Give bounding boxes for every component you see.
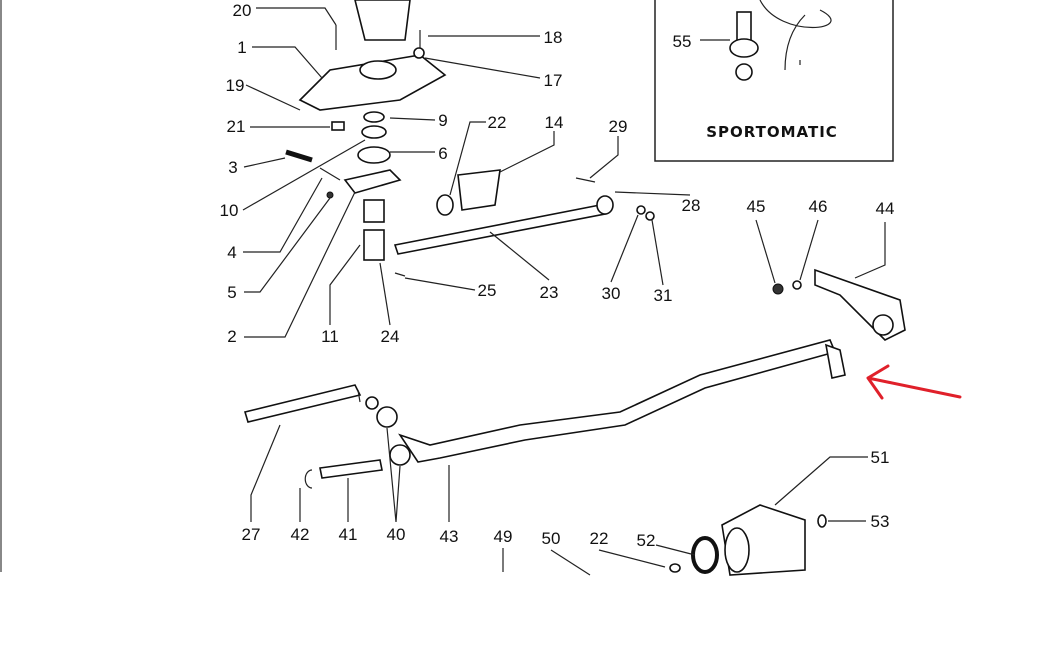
callout-25: 25 xyxy=(478,281,497,300)
callout-5: 5 xyxy=(227,283,236,302)
sportomatic-inset: SPORTOMATIC xyxy=(654,0,894,162)
sportomatic-logo-text: SPORTOMATIC xyxy=(706,123,838,141)
callout-52: 52 xyxy=(637,531,656,550)
callout-20: 20 xyxy=(233,1,252,20)
callout-9: 9 xyxy=(438,111,447,130)
callout-6: 6 xyxy=(438,144,447,163)
callout-44: 44 xyxy=(876,199,895,218)
lever-44 xyxy=(772,268,906,341)
callout-14: 14 xyxy=(545,113,564,132)
shift-rod-lower xyxy=(243,339,846,489)
callout-43: 43 xyxy=(440,527,459,546)
callout-1: 1 xyxy=(237,38,246,57)
housing-51 xyxy=(669,504,827,576)
callout-11: 11 xyxy=(321,327,339,346)
callout-41: 41 xyxy=(339,525,358,544)
callout-28: 28 xyxy=(682,196,701,215)
callout-29: 29 xyxy=(609,117,628,136)
shift-boot-assembly xyxy=(285,0,447,261)
shift-rod-upper xyxy=(393,169,655,277)
callout-27: 27 xyxy=(242,525,261,544)
callout-2: 2 xyxy=(227,327,236,346)
callout-40: 40 xyxy=(387,525,406,544)
callout-19: 19 xyxy=(226,76,245,95)
callout-31: 31 xyxy=(654,286,673,305)
selector-switch-part xyxy=(736,11,752,43)
callout-18: 18 xyxy=(544,28,563,47)
callout-22: 22 xyxy=(488,113,507,132)
callout-23: 23 xyxy=(540,283,559,302)
callout-53: 53 xyxy=(871,512,890,531)
callout-55: 55 xyxy=(673,32,692,51)
callout-24: 24 xyxy=(381,327,400,346)
callout-49: 49 xyxy=(494,527,513,546)
callout-45: 45 xyxy=(747,197,766,216)
callout-22-lower: 22 xyxy=(590,529,609,548)
leader-lines xyxy=(242,7,886,576)
callout-labels: 20 1 19 21 3 10 4 5 2 11 24 25 23 30 31 … xyxy=(220,1,895,550)
callout-30: 30 xyxy=(602,284,621,303)
callout-42: 42 xyxy=(291,525,310,544)
callout-21: 21 xyxy=(227,117,246,136)
callout-10: 10 xyxy=(220,201,239,220)
callout-3: 3 xyxy=(228,158,237,177)
callout-17: 17 xyxy=(544,71,563,90)
callout-4: 4 xyxy=(227,243,236,262)
callout-46: 46 xyxy=(809,197,828,216)
callout-50: 50 xyxy=(542,529,561,548)
red-annotation-arrow-icon xyxy=(866,364,962,400)
callout-51: 51 xyxy=(871,448,890,467)
wire-harness xyxy=(759,0,832,71)
